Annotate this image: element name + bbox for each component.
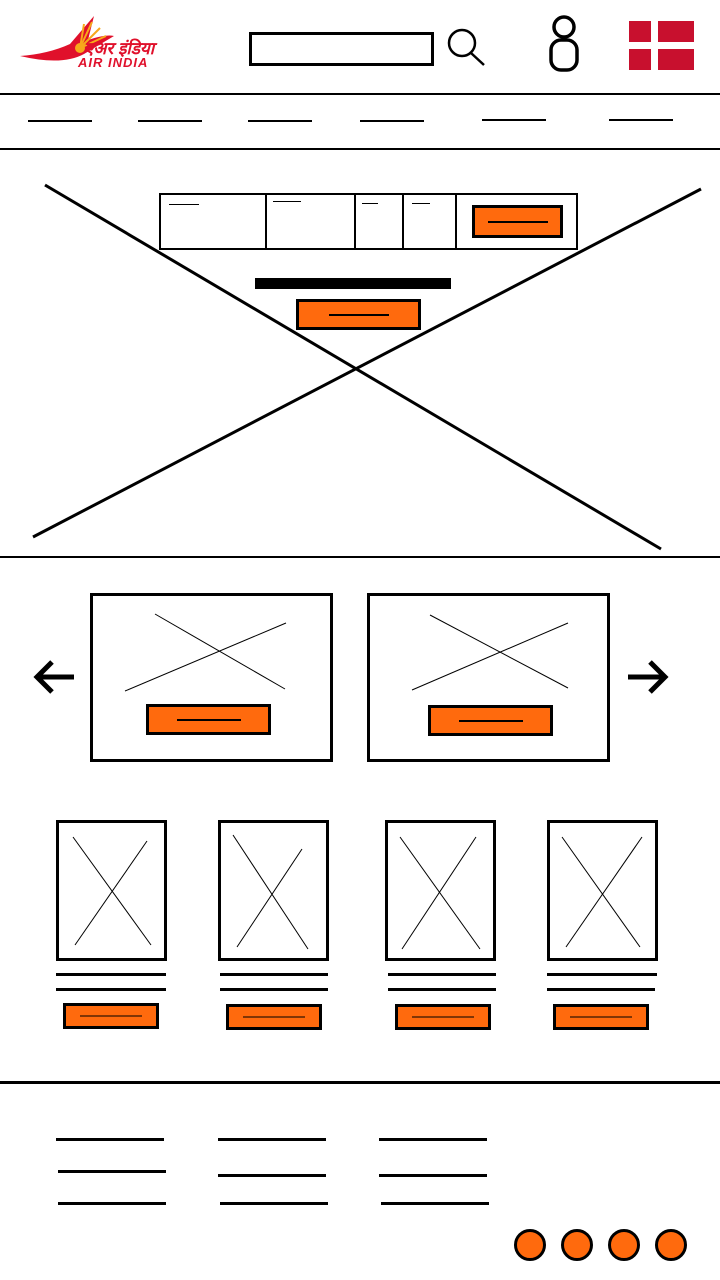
logo-hindi-text: एअर इंडिया [84,39,155,58]
carousel-card-1[interactable] [90,593,333,762]
product-subtitle [388,988,496,991]
search-icon[interactable] [445,26,487,68]
social-icon-3[interactable] [608,1229,640,1261]
product-button[interactable] [63,1003,159,1029]
arrow-right-icon[interactable] [626,658,670,696]
product-subtitle [220,988,328,991]
footer-link[interactable] [218,1138,326,1141]
hero-headline [255,278,451,289]
product-card-2 [218,820,329,1030]
footer-link[interactable] [381,1202,489,1205]
product-image[interactable] [385,820,496,961]
booking-field-to[interactable] [265,195,356,248]
nav-item-1[interactable] [28,120,92,122]
carousel-card-image-placeholder [411,614,569,691]
hero-image-placeholder [32,183,702,551]
product-title [56,973,166,976]
product-card-4 [547,820,658,1030]
product-title [547,973,657,976]
product-image-placeholder [561,836,643,948]
carousel-card-2[interactable] [367,593,610,762]
nav-divider [0,148,720,150]
header: एअर इंडिया AIR INDIA [0,0,720,94]
main-nav [0,95,720,148]
carousel-card-image-placeholder [124,613,287,692]
product-card-3 [385,820,496,1030]
booking-field-passengers[interactable] [404,195,457,248]
footer-link[interactable] [56,1138,164,1141]
product-image-placeholder [399,836,481,950]
nav-item-4[interactable] [360,120,424,122]
arrow-left-icon[interactable] [32,658,76,696]
logo-swan-icon [20,16,114,61]
booking-field-depart[interactable] [356,195,404,248]
nav-item-5[interactable] [482,119,546,121]
social-icon-2[interactable] [561,1229,593,1261]
social-icon-1[interactable] [514,1229,546,1261]
booking-search-button[interactable] [472,205,563,238]
product-title [220,973,328,976]
user-icon[interactable] [546,14,582,74]
product-title [388,973,496,976]
header-divider [0,93,720,95]
product-image[interactable] [218,820,329,961]
product-image[interactable] [56,820,167,961]
product-subtitle [56,988,166,991]
product-image-placeholder [232,834,309,950]
air-india-logo[interactable]: एअर इंडिया AIR INDIA [18,14,203,74]
nav-item-2[interactable] [138,120,202,122]
logo-english-text: AIR INDIA [78,55,149,70]
carousel [0,558,720,778]
product-grid [0,810,720,1040]
footer-column-2 [218,1136,330,1208]
product-button[interactable] [226,1004,322,1030]
search-input[interactable] [249,32,434,66]
footer-link[interactable] [379,1138,487,1141]
denmark-flag-icon[interactable] [629,21,694,70]
carousel-card-button[interactable] [428,705,553,736]
product-button[interactable] [553,1004,649,1030]
footer-column-3 [379,1136,491,1208]
product-card-1 [56,820,167,1030]
product-image-placeholder [72,836,152,946]
product-button[interactable] [395,1004,491,1030]
nav-item-6[interactable] [609,119,673,121]
product-image[interactable] [547,820,658,961]
footer-link[interactable] [220,1202,328,1205]
footer [0,1084,720,1280]
nav-item-3[interactable] [248,120,312,122]
footer-link[interactable] [58,1202,166,1205]
booking-form [159,193,578,250]
carousel-card-button[interactable] [146,704,271,735]
hero-section [0,150,720,556]
hero-cta-button[interactable] [296,299,421,330]
product-subtitle [547,988,655,991]
booking-field-from[interactable] [161,195,267,248]
hero-divider [0,556,720,558]
footer-link[interactable] [58,1170,166,1173]
footer-column-1 [56,1136,168,1208]
social-icon-4[interactable] [655,1229,687,1261]
footer-link[interactable] [218,1174,326,1177]
footer-divider [0,1081,720,1084]
footer-link[interactable] [379,1174,487,1177]
social-links [514,1229,694,1263]
